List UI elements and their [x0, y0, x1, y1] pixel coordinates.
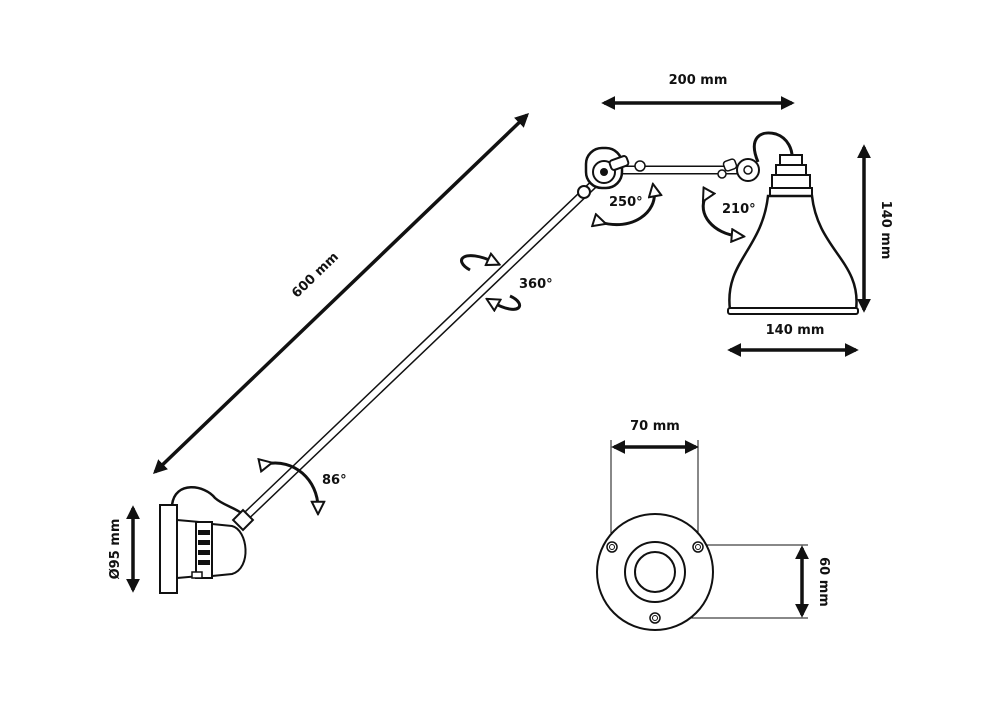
shade-height-label: 140 mm [878, 201, 893, 260]
plate-vertical-label: 60 mm [816, 557, 831, 607]
rotation-shade-joint: 210° [701, 196, 756, 236]
dimension-arm-length: 600 mm [152, 113, 530, 474]
dimension-shade-height: 140 mm [857, 144, 893, 313]
dimension-base-diameter: Ø95 mm [108, 505, 140, 593]
rotation-arm-axial: 360° [460, 256, 553, 310]
shade-diameter-label: 140 mm [766, 323, 825, 338]
elbow-rotation-label: 250° [609, 195, 643, 210]
mounting-hole [692, 541, 704, 553]
wall-plate-front-view [596, 513, 714, 631]
mounting-hole [649, 612, 661, 624]
arm-length-label: 600 mm [289, 250, 342, 302]
arm-axial-rotation-label: 360° [519, 277, 553, 292]
plate-horizontal-label: 70 mm [630, 419, 680, 434]
rotation-arrow [492, 294, 522, 309]
rotation-base-pivot: 86° [266, 463, 347, 508]
rotation-arrow [701, 196, 738, 236]
mounting-hole [606, 541, 618, 553]
dimension-elbow-to-shade: 200 mm [601, 73, 795, 110]
dimension-arrow [152, 113, 530, 474]
rotation-arrow [600, 190, 654, 225]
shade-joint [717, 158, 760, 182]
dimension-shade-diameter: 140 mm [727, 323, 859, 357]
wall-base [159, 486, 255, 594]
dimension-plate-horizontal: 70 mm [610, 419, 699, 540]
rotation-arrow [266, 463, 318, 508]
shade-joint-rotation-label: 210° [722, 202, 756, 217]
elbow-to-shade-label: 200 mm [669, 73, 728, 88]
base-pivot-rotation-label: 86° [322, 473, 347, 488]
lamp-shade [727, 131, 859, 315]
base-diameter-label: Ø95 mm [108, 519, 123, 580]
rotation-elbow: 250° [600, 190, 654, 225]
rotation-arrow [460, 256, 494, 272]
